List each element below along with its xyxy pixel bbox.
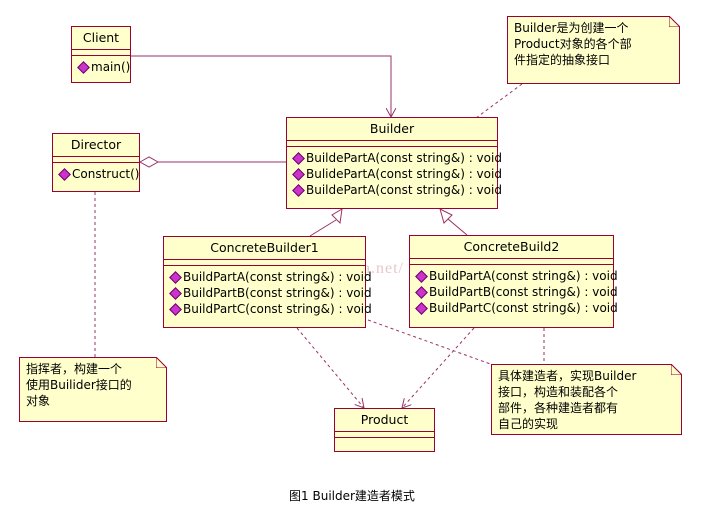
note-line: 使用Builider接口的: [26, 378, 132, 392]
note-fold-icon: [669, 16, 680, 27]
note-concrete-builders[interactable]: 具体建造者，实现Builder 接口，构造和装配各个 部件，各种建造者都有 自己…: [491, 364, 682, 435]
method-icon: [415, 269, 428, 283]
operation: Construct(): [56, 166, 140, 182]
operations-compartment: BuildePartA(const string&) : void Bulide…: [287, 147, 502, 198]
operation: BuildPartA(const string&) : void: [413, 268, 618, 284]
attributes-compartment: [164, 260, 365, 266]
class-name: Builder: [287, 118, 497, 141]
note-fold-icon: [671, 364, 682, 375]
generalization-triangle-1: [331, 208, 343, 225]
method-icon: [292, 167, 305, 181]
class-product[interactable]: Product: [334, 408, 435, 452]
concrete2-product-dependency: [402, 327, 475, 408]
note-line: 对象: [26, 394, 51, 408]
operation: BuildePartA(const string&) : void: [290, 150, 502, 166]
attributes-compartment: [287, 141, 497, 147]
method-icon: [169, 286, 182, 300]
note-line: Product对象的各个部: [514, 37, 632, 51]
concrete2-generalization: [447, 218, 468, 236]
class-builder[interactable]: Builder BuildePartA(const string&) : voi…: [286, 117, 502, 209]
figure-caption: 图1 Builder建造者模式: [289, 489, 415, 503]
operation: BuildPartB(const string&) : void: [167, 285, 372, 301]
concrete1-generalization: [309, 219, 337, 237]
class-name: Client: [72, 27, 130, 50]
class-director[interactable]: Director Construct(): [52, 133, 140, 192]
operation: BuildPartB(const string&) : void: [413, 284, 618, 300]
attributes-compartment: [410, 259, 613, 265]
method-icon: [415, 285, 428, 299]
method-icon: [292, 183, 305, 197]
operations-compartment: Construct(): [53, 163, 140, 182]
concrete1-product-dependency: [296, 327, 364, 408]
attributes-compartment: [53, 157, 139, 163]
concrete-note-anchor-1: [367, 319, 497, 367]
note-line: 自己的实现: [498, 417, 559, 431]
class-name: Product: [335, 409, 434, 432]
note-builder[interactable]: Builder是为创建一个 Product对象的各个部 件指定的抽象接口: [507, 16, 680, 84]
class-name: Director: [53, 134, 139, 157]
note-line: 件指定的抽象接口: [514, 53, 611, 67]
aggregation-diamond: [138, 156, 160, 168]
class-client[interactable]: Client main(): [71, 26, 131, 83]
operation: BulidePartA(const string&) : void: [290, 166, 502, 182]
operation: BuildPartC(const string&) : void: [413, 300, 618, 316]
method-icon: [415, 301, 428, 315]
note-line: 接口，构造和装配各个: [498, 385, 619, 399]
class-concrete-build2[interactable]: ConcreteBuild2 BuildPartA(const string&)…: [409, 235, 618, 328]
note-line: 部件，各种建造者都有: [498, 401, 619, 415]
method-icon: [169, 302, 182, 316]
attributes-compartment: [335, 432, 434, 438]
operation: BuildPartC(const string&) : void: [167, 301, 372, 317]
method-icon: [58, 167, 71, 181]
operations-compartment: BuildPartA(const string&) : void BuildPa…: [410, 265, 618, 316]
method-icon: [77, 60, 90, 74]
class-concrete-builder1[interactable]: ConcreteBuilder1 BuildPartA(const string…: [163, 236, 372, 328]
operation: BuildePartA(const string&) : void: [290, 182, 502, 198]
note-director[interactable]: 指挥者，构建一个 使用Builider接口的 对象: [19, 357, 167, 422]
method-icon: [292, 151, 305, 165]
operations-compartment: BuildPartA(const string&) : void BuildPa…: [164, 266, 372, 317]
note-line: 指挥者，构建一个: [26, 362, 123, 376]
attributes-compartment: [72, 50, 130, 56]
note-line: Builder是为创建一个: [514, 21, 629, 35]
note-fold-icon: [156, 357, 167, 368]
note-line: 具体建造者，实现Builder: [498, 369, 637, 383]
class-name: ConcreteBuild2: [410, 236, 613, 259]
method-icon: [169, 270, 182, 284]
builder-note-anchor: [475, 83, 523, 119]
generalization-triangle-2: [439, 208, 453, 224]
client-builder-association: [131, 55, 391, 117]
operation: main(): [75, 59, 130, 75]
class-name: ConcreteBuilder1: [164, 237, 365, 260]
operations-compartment: main(): [72, 56, 130, 75]
operation: BuildPartA(const string&) : void: [167, 269, 372, 285]
